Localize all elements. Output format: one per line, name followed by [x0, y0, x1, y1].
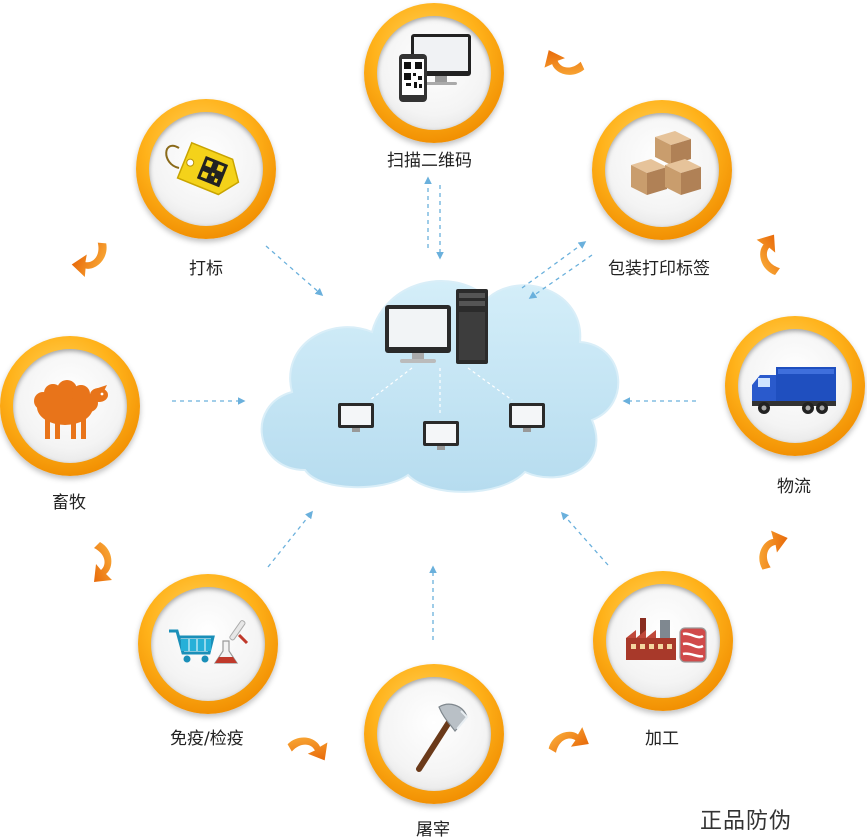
node-label: 加工 [645, 729, 679, 749]
qr-tag-icon [165, 141, 240, 196]
axe-icon [416, 703, 469, 772]
node-label: 打标 [189, 259, 223, 279]
server-computer-icon [385, 289, 488, 364]
node-label: 免疫/检疫 [170, 729, 244, 749]
factory-meat-icon [626, 618, 707, 663]
connector-tagging [265, 245, 324, 297]
boxes-icon [631, 131, 701, 195]
flow-arrow [756, 234, 780, 276]
connector-packaging-bidirectional [521, 241, 587, 289]
flow-arrow [548, 727, 589, 753]
flow-arrow [94, 542, 112, 582]
footer-title: 正品防伪 [700, 809, 793, 834]
flow-arrow [287, 737, 328, 761]
client-monitor-icon [509, 403, 545, 432]
node-packaging [592, 100, 732, 240]
node-label: 屠宰 [416, 820, 450, 840]
node-label: 畜牧 [52, 493, 86, 513]
node-label: 包装打印标签 [608, 259, 710, 279]
node-scan-qr [364, 3, 504, 143]
flow-arrow [71, 242, 107, 277]
connector-processing [560, 511, 609, 566]
qr-scan-monitor-icon [399, 34, 471, 102]
cart-lab-icon [169, 620, 249, 664]
client-monitor-icon [338, 403, 374, 432]
flow-arrow [544, 50, 585, 75]
connector-quarantine [267, 510, 313, 568]
node-label: 物流 [777, 477, 811, 497]
sheep-icon [34, 380, 108, 439]
truck-icon [752, 367, 836, 414]
node-tagging [136, 99, 276, 239]
flow-arrow [759, 530, 788, 570]
node-label: 扫描二维码 [387, 151, 472, 171]
connector-packaging-bidirectional [528, 254, 593, 299]
node-slaughter [364, 664, 504, 804]
node-logistics [725, 316, 865, 456]
cloud-internal-links [369, 367, 513, 415]
node-processing [593, 571, 733, 711]
client-monitor-icon [423, 421, 459, 450]
node-livestock [0, 336, 140, 476]
node-quarantine [138, 574, 278, 714]
